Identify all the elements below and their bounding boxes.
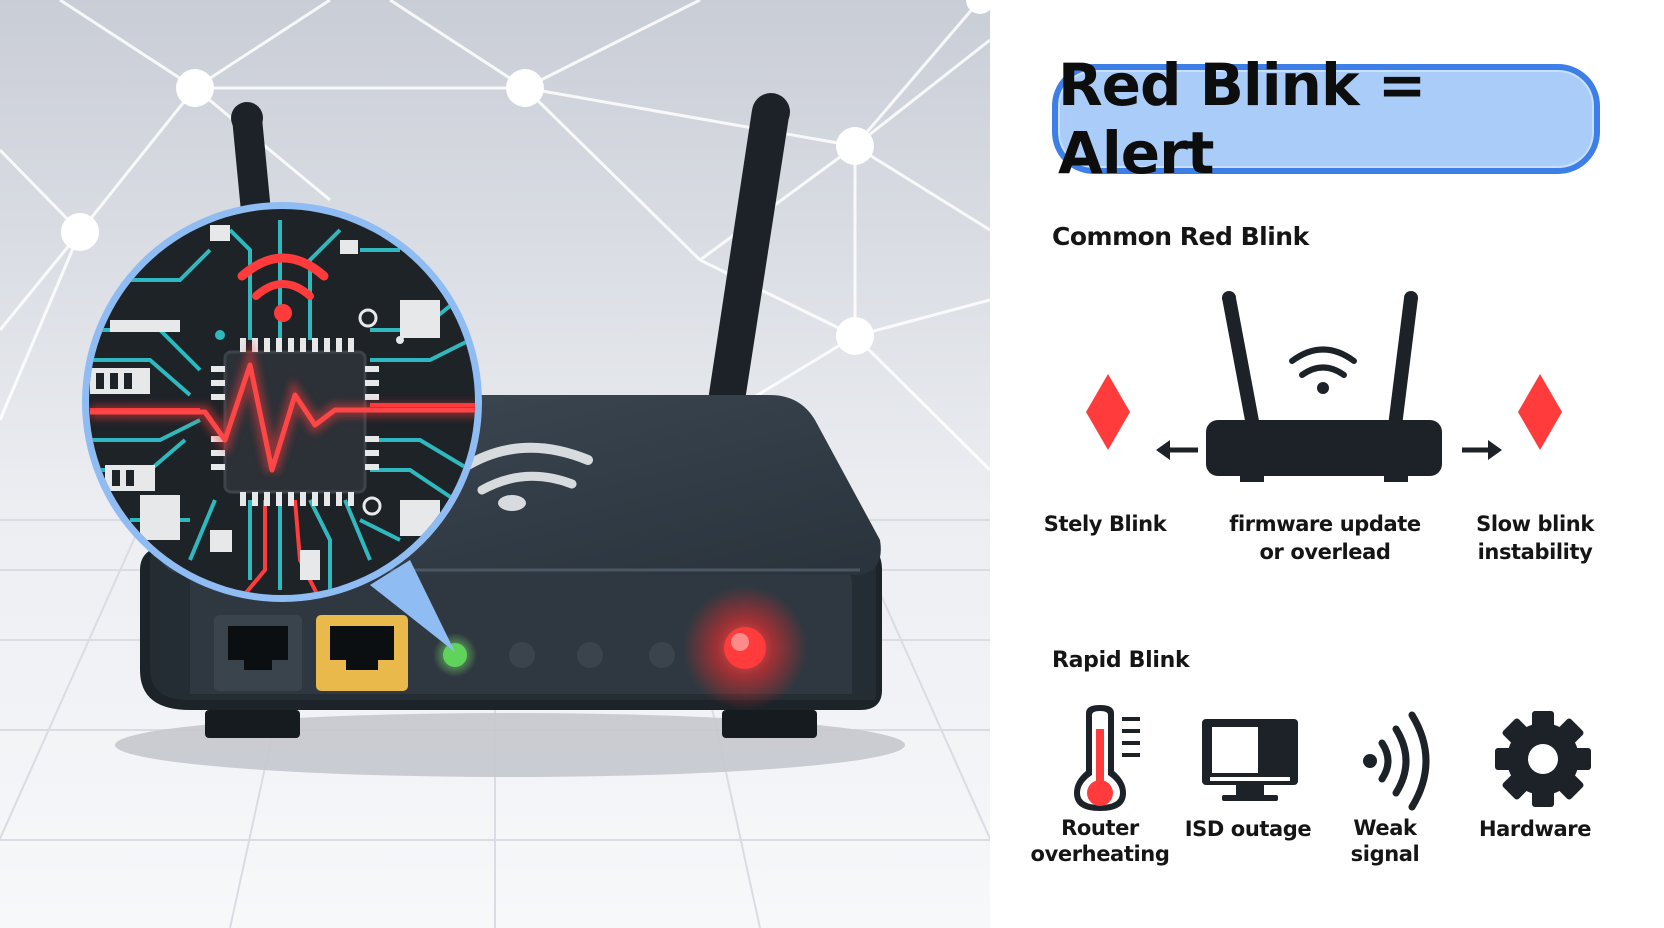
caption-weak-signal: Weak signal <box>1330 815 1440 867</box>
led-off-2 <box>577 642 603 668</box>
caption-firmware-update: firmware update or overlead <box>1205 510 1445 566</box>
right-antenna <box>705 110 790 420</box>
router-illustration <box>0 0 1031 928</box>
caption-line: Slow blink <box>1476 512 1594 536</box>
common-section-icons <box>1086 291 1562 482</box>
thermometer-icon <box>1074 705 1140 811</box>
magnifier-circuit <box>82 202 482 602</box>
title-banner: Red Blink = Alert <box>1052 51 1600 187</box>
caption-line: instability <box>1477 540 1593 564</box>
rapid-section-icons <box>1074 705 1591 811</box>
signal-waves-icon <box>1363 711 1430 811</box>
led-off-1 <box>509 642 535 668</box>
caption-steady-blink: Stely Blink <box>1040 510 1170 538</box>
caption-router-overheating: Router overheating <box>1030 815 1170 867</box>
ethernet-port-2 <box>316 615 408 691</box>
caption-line: Weak <box>1353 816 1417 840</box>
router-wifi-logo <box>458 442 593 511</box>
caption-hardware: Hardware <box>1470 815 1600 843</box>
red-diamond-icon <box>1518 374 1562 450</box>
router-shadow <box>115 713 905 777</box>
monitor-icon <box>1202 719 1298 801</box>
caption-line: or overlead <box>1259 540 1391 564</box>
caption-isd-outage: ISD outage <box>1178 815 1318 843</box>
gear-icon <box>1495 711 1591 807</box>
network-nodes <box>61 0 994 355</box>
network-mesh <box>0 0 992 472</box>
magnifier-pointer <box>370 560 455 652</box>
green-led <box>443 643 467 667</box>
caption-line: signal <box>1350 842 1420 866</box>
arrow-left-icon <box>1156 440 1198 460</box>
rapid-section-heading: Rapid Blink <box>1052 648 1190 673</box>
router-scene <box>0 0 1031 928</box>
caption-line: Stely Blink <box>1043 512 1167 536</box>
title-text: Red Blink = Alert <box>1058 51 1426 187</box>
ethernet-port-1 <box>214 615 302 691</box>
router-icon <box>1206 291 1442 482</box>
caption-line: ISD outage <box>1184 817 1312 841</box>
caption-line: Hardware <box>1478 817 1592 841</box>
arrow-right-icon <box>1462 440 1502 460</box>
led-off-3 <box>649 642 675 668</box>
caption-line: overheating <box>1030 842 1170 866</box>
caption-line: firmware update <box>1229 512 1421 536</box>
caption-slow-blink: Slow blink instability <box>1455 510 1615 566</box>
caption-line: Router <box>1061 816 1139 840</box>
red-diamond-icon <box>1086 374 1130 450</box>
common-section-heading: Common Red Blink <box>1052 222 1309 251</box>
